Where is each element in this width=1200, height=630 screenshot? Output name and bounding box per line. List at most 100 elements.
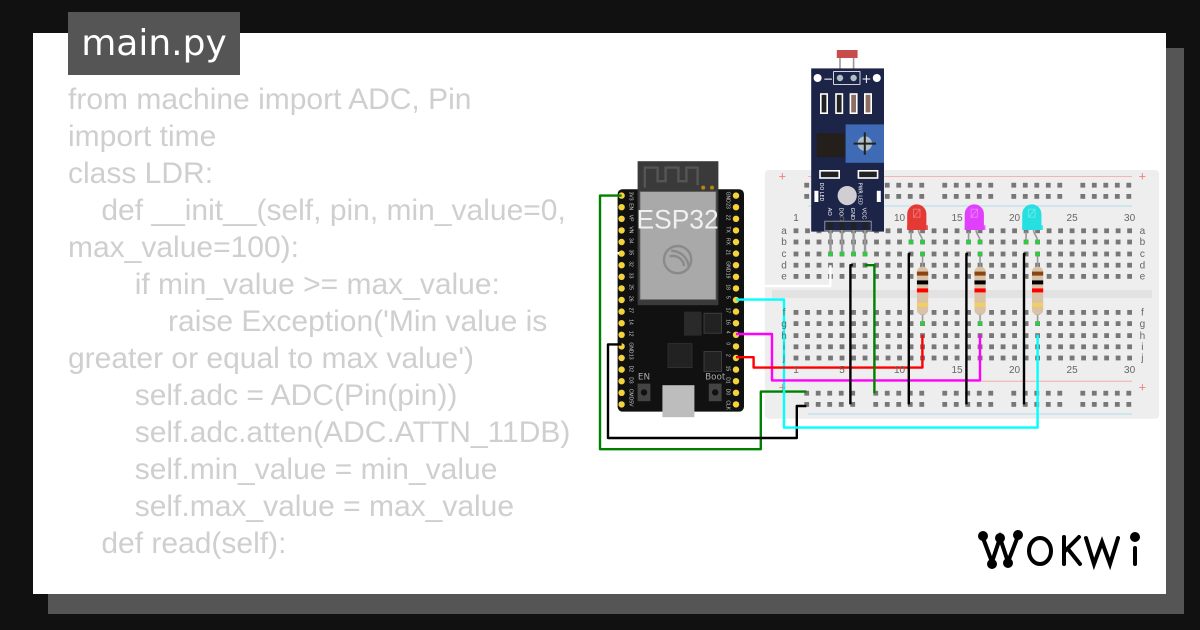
wire-pin4-magenta[interactable] xyxy=(736,332,982,382)
rail-hole[interactable] xyxy=(1114,182,1120,188)
breadboard-hole[interactable] xyxy=(1000,274,1006,279)
breadboard-hole[interactable] xyxy=(1069,344,1075,350)
breadboard-hole[interactable] xyxy=(1127,321,1133,326)
breadboard-hole[interactable] xyxy=(989,274,994,279)
rail-hole[interactable] xyxy=(1126,390,1132,396)
led-magenta[interactable] xyxy=(964,204,986,245)
breadboard-hole[interactable] xyxy=(793,333,799,338)
rail-hole[interactable] xyxy=(1011,402,1017,407)
resistor[interactable] xyxy=(974,251,986,326)
file-tab[interactable]: main.py xyxy=(68,12,240,75)
breadboard-hole[interactable] xyxy=(943,262,948,268)
breadboard-hole[interactable] xyxy=(1081,274,1086,279)
breadboard-hole[interactable] xyxy=(931,239,937,245)
rail-hole[interactable] xyxy=(1126,194,1132,199)
breadboard-hole[interactable] xyxy=(977,228,983,234)
rail-hole[interactable] xyxy=(1126,402,1132,407)
rail-hole[interactable] xyxy=(988,390,994,396)
rail-hole[interactable] xyxy=(1057,390,1063,396)
rail-hole[interactable] xyxy=(1057,182,1063,188)
breadboard-hole[interactable] xyxy=(1035,228,1040,234)
breadboard-hole[interactable] xyxy=(989,310,994,315)
breadboard-hole[interactable] xyxy=(954,239,960,245)
breadboard-hole[interactable] xyxy=(805,262,810,268)
breadboard-hole[interactable] xyxy=(908,355,914,361)
breadboard-hole[interactable] xyxy=(1023,228,1029,234)
breadboard-hole[interactable] xyxy=(1092,355,1098,361)
rail-hole[interactable] xyxy=(827,402,833,407)
rail-hole[interactable] xyxy=(1103,194,1109,199)
breadboard-hole[interactable] xyxy=(1046,344,1052,350)
breadboard-hole[interactable] xyxy=(1012,228,1017,234)
breadboard-hole[interactable] xyxy=(862,274,868,279)
breadboard-hole[interactable] xyxy=(1104,239,1110,245)
breadboard-hole[interactable] xyxy=(1046,239,1052,245)
breadboard-hole[interactable] xyxy=(1046,262,1052,268)
breadboard-hole[interactable] xyxy=(805,251,810,257)
rail-hole[interactable] xyxy=(1114,194,1120,199)
breadboard-hole[interactable] xyxy=(966,321,971,326)
breadboard-hole[interactable] xyxy=(1127,228,1133,234)
breadboard-hole[interactable] xyxy=(885,333,891,338)
breadboard-hole[interactable] xyxy=(954,274,960,279)
rail-hole[interactable] xyxy=(1011,390,1017,396)
rail-hole[interactable] xyxy=(919,390,925,396)
breadboard-hole[interactable] xyxy=(839,310,845,315)
breadboard-hole[interactable] xyxy=(943,333,948,338)
breadboard-hole[interactable] xyxy=(1069,274,1075,279)
esp32-pin[interactable] xyxy=(618,331,625,338)
rail-hole[interactable] xyxy=(907,194,913,199)
breadboard-hole[interactable] xyxy=(954,310,960,315)
esp32-pin[interactable] xyxy=(618,401,625,408)
breadboard-hole[interactable] xyxy=(897,251,902,257)
breadboard-hole[interactable] xyxy=(1092,228,1098,234)
breadboard-hole[interactable] xyxy=(1046,321,1052,326)
breadboard-hole[interactable] xyxy=(943,251,948,257)
led-cyan[interactable] xyxy=(1022,204,1044,245)
rail-hole[interactable] xyxy=(1022,194,1028,199)
rail-hole[interactable] xyxy=(919,402,925,407)
rail-hole[interactable] xyxy=(1022,182,1028,188)
breadboard-hole[interactable] xyxy=(862,321,868,326)
rail-hole[interactable] xyxy=(804,182,810,188)
breadboard-hole[interactable] xyxy=(1069,333,1075,338)
breadboard-hole[interactable] xyxy=(931,355,937,361)
breadboard-hole[interactable] xyxy=(943,239,948,245)
rail-hole[interactable] xyxy=(942,390,948,396)
resistor[interactable] xyxy=(1031,251,1044,326)
breadboard-hole[interactable] xyxy=(1000,228,1006,234)
breadboard-hole[interactable] xyxy=(1023,355,1029,361)
breadboard-hole[interactable] xyxy=(966,355,971,361)
esp32-pin[interactable] xyxy=(732,401,740,408)
wire-pin5-cyan[interactable] xyxy=(736,298,1039,429)
breadboard-hole[interactable] xyxy=(862,355,868,361)
breadboard-hole[interactable] xyxy=(908,344,914,350)
rail-hole[interactable] xyxy=(873,402,879,407)
rail-hole[interactable] xyxy=(1103,390,1109,396)
rail-hole[interactable] xyxy=(1034,182,1040,188)
breadboard-hole[interactable] xyxy=(908,262,914,268)
esp32-pin[interactable] xyxy=(618,262,625,269)
esp32-pin[interactable] xyxy=(732,285,740,292)
rail-hole[interactable] xyxy=(907,182,913,188)
breadboard-hole[interactable] xyxy=(931,333,937,338)
breadboard-hole[interactable] xyxy=(897,321,902,326)
breadboard-hole[interactable] xyxy=(1012,274,1017,279)
wire-ao-white[interactable] xyxy=(744,265,832,288)
esp32-pin[interactable] xyxy=(618,238,625,246)
breadboard-hole[interactable] xyxy=(989,344,994,350)
breadboard-hole[interactable] xyxy=(1127,310,1133,315)
breadboard-hole[interactable] xyxy=(1069,355,1075,361)
breadboard-hole[interactable] xyxy=(1092,251,1098,257)
breadboard-hole[interactable] xyxy=(1081,321,1086,326)
breadboard-hole[interactable] xyxy=(966,310,971,315)
rail-hole[interactable] xyxy=(873,390,879,396)
rail-hole[interactable] xyxy=(1011,194,1017,199)
breadboard-hole[interactable] xyxy=(1092,321,1098,326)
breadboard-hole[interactable] xyxy=(954,228,960,234)
breadboard-hole[interactable] xyxy=(908,321,914,326)
breadboard-hole[interactable] xyxy=(885,344,891,350)
breadboard-hole[interactable] xyxy=(793,251,799,257)
rail-hole[interactable] xyxy=(1091,390,1097,396)
